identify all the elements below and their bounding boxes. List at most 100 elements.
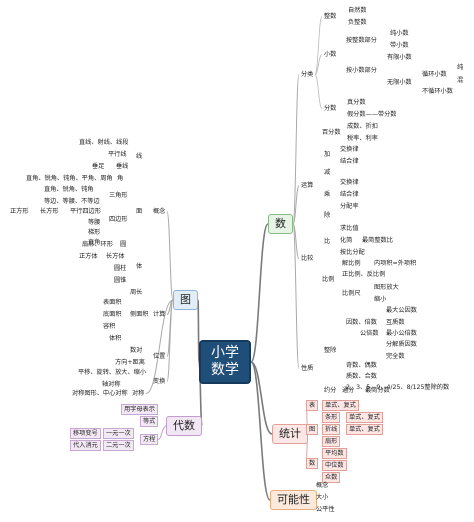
- node-operation: 运算: [301, 182, 314, 189]
- node-stat-numbers: 数: [306, 458, 319, 469]
- node-base-area: 容积: [103, 323, 116, 330]
- node-fairness: 公平性: [316, 506, 335, 513]
- node-common-denominator: 通分: [342, 387, 355, 394]
- node-one-var: 一元一次: [103, 428, 134, 439]
- node-fraction: 分数: [324, 105, 337, 112]
- node-natural: 自然数: [348, 7, 367, 14]
- node-add-commutative: 交换律: [340, 146, 359, 153]
- node-cone: 圆锥: [114, 277, 127, 284]
- node-direction-distance: 方向+距离: [115, 359, 145, 366]
- node-divisible: 整除: [324, 347, 337, 354]
- connector: [157, 425, 167, 440]
- node-table-types: 单式、复式: [322, 400, 359, 411]
- connector: [250, 361, 273, 435]
- connector: [292, 223, 300, 259]
- node-pure-repeat: 纯: [457, 64, 464, 71]
- node-by-dec-part: 按小数部分: [346, 67, 377, 74]
- node-bar-chart-types: 单式、复式: [346, 412, 383, 423]
- node-rectangle: 长方形: [40, 208, 59, 215]
- node-quadrilateral: 四边形: [109, 216, 128, 223]
- connector: [166, 211, 174, 301]
- node-shrink: 缩小: [374, 296, 387, 303]
- node-proportion: 比例: [322, 276, 335, 283]
- node-pure-decimal: 纯小数: [390, 30, 409, 37]
- node-prime-composite: 质数、合数: [346, 373, 377, 380]
- node-perpendicular: 垂线: [116, 163, 129, 170]
- node-solid: 体: [136, 263, 143, 270]
- node-stat-chart: 图: [306, 424, 319, 435]
- node-symmetry: 对称: [132, 390, 145, 397]
- node-isosceles-trapezoid: 等腰: [88, 219, 101, 226]
- connector: [250, 361, 271, 501]
- node-angle-types: 直角、锐角、钝角、平角、周角: [26, 175, 113, 182]
- node-triangle: 三角形: [109, 192, 128, 199]
- node-mul-associative: 结合律: [340, 191, 359, 198]
- node-gcd: 最大公因数: [386, 307, 417, 314]
- node-capacity: 体积: [109, 335, 122, 342]
- node-bar-chart: 条形: [322, 412, 341, 423]
- node-ratio: 比: [324, 238, 331, 245]
- node-letters: 用字母表示: [121, 404, 158, 415]
- node-cube: 正方体: [79, 253, 98, 260]
- node-sector-ring: 扇形、环形: [82, 241, 113, 248]
- node-substitution: 代入消元: [70, 440, 101, 451]
- node-foot: 垂足: [92, 163, 105, 170]
- node-discount: 成数、折扣: [347, 123, 378, 130]
- node-ratio-distribution: 按比分配: [340, 249, 365, 256]
- branch-statistics: 统计: [272, 424, 308, 444]
- connector: [250, 223, 269, 363]
- node-lateral-area: 底面积: [103, 311, 122, 318]
- node-odd-even: 奇数、偶数: [346, 362, 377, 369]
- node-angle: 角: [117, 175, 124, 182]
- node-parallelogram: 平行四边形: [70, 208, 101, 215]
- node-percent: 百分数: [322, 129, 341, 136]
- node-line-chart-types: 单式、复式: [346, 424, 383, 435]
- node-parallel: 平行线: [108, 151, 127, 158]
- node-circle: 圆: [120, 241, 127, 248]
- node-trapezoid: 梯形: [88, 229, 101, 236]
- connector: [314, 74, 323, 109]
- node-cuboid: 长方体: [106, 253, 125, 260]
- node-infinite-decimal: 无限小数: [387, 79, 412, 86]
- node-add: 加: [324, 151, 331, 158]
- branch-algebra: 代数: [166, 416, 202, 436]
- node-cylinder: 圆柱: [114, 265, 127, 272]
- node-coprime: 互质数: [386, 319, 405, 326]
- node-improper-fraction: 假分数——带分数: [347, 111, 397, 118]
- node-factor-multiple: 因数、倍数: [346, 319, 377, 326]
- node-surface: 面: [136, 208, 143, 215]
- node-tax-rate: 税率、利率: [347, 135, 378, 142]
- node-right-trapezoid: 直角: [88, 239, 101, 246]
- node-classify: 分类: [301, 71, 314, 78]
- branch-geometry: 图: [173, 290, 198, 310]
- node-simplify: 化简: [340, 237, 353, 244]
- connector: [292, 74, 300, 225]
- root-node: 小学数学: [199, 340, 251, 384]
- branch-number: 数: [268, 214, 293, 234]
- connector: [314, 54, 323, 75]
- node-stat-table: 表: [306, 400, 319, 411]
- node-by-int-part: 按整数部分: [346, 37, 377, 44]
- connector: [145, 299, 174, 394]
- connector: [314, 16, 323, 75]
- node-mean: 平均数: [322, 448, 347, 459]
- node-divisibility-rules: 2、3、5、9、4/25、8/125整除的数: [346, 384, 450, 391]
- node-square: 正方形: [10, 208, 29, 215]
- node-finite-decimal: 有限小数: [387, 54, 412, 61]
- node-mode: 众数: [322, 472, 341, 483]
- node-mul: 乘: [324, 191, 331, 198]
- node-enlarge: 图形放大: [374, 284, 399, 291]
- node-integer: 整数: [324, 13, 337, 20]
- node-calc: 计算: [153, 311, 166, 318]
- node-prime-factorization: 分解质因数: [386, 341, 417, 348]
- connector: [197, 299, 200, 363]
- node-triangle-by-angle: 直角、锐角、钝角: [44, 186, 94, 193]
- node-transform: 变换: [153, 378, 166, 385]
- node-central-symmetry: 对称图形、中心对称: [72, 390, 128, 397]
- node-inner-outer: 内项积=外项积: [374, 260, 417, 267]
- node-line-chart: 折线: [322, 424, 341, 435]
- node-sub: 减: [324, 169, 331, 176]
- node-mul-distributive: 分配率: [340, 203, 359, 210]
- node-position: 位置: [153, 353, 166, 360]
